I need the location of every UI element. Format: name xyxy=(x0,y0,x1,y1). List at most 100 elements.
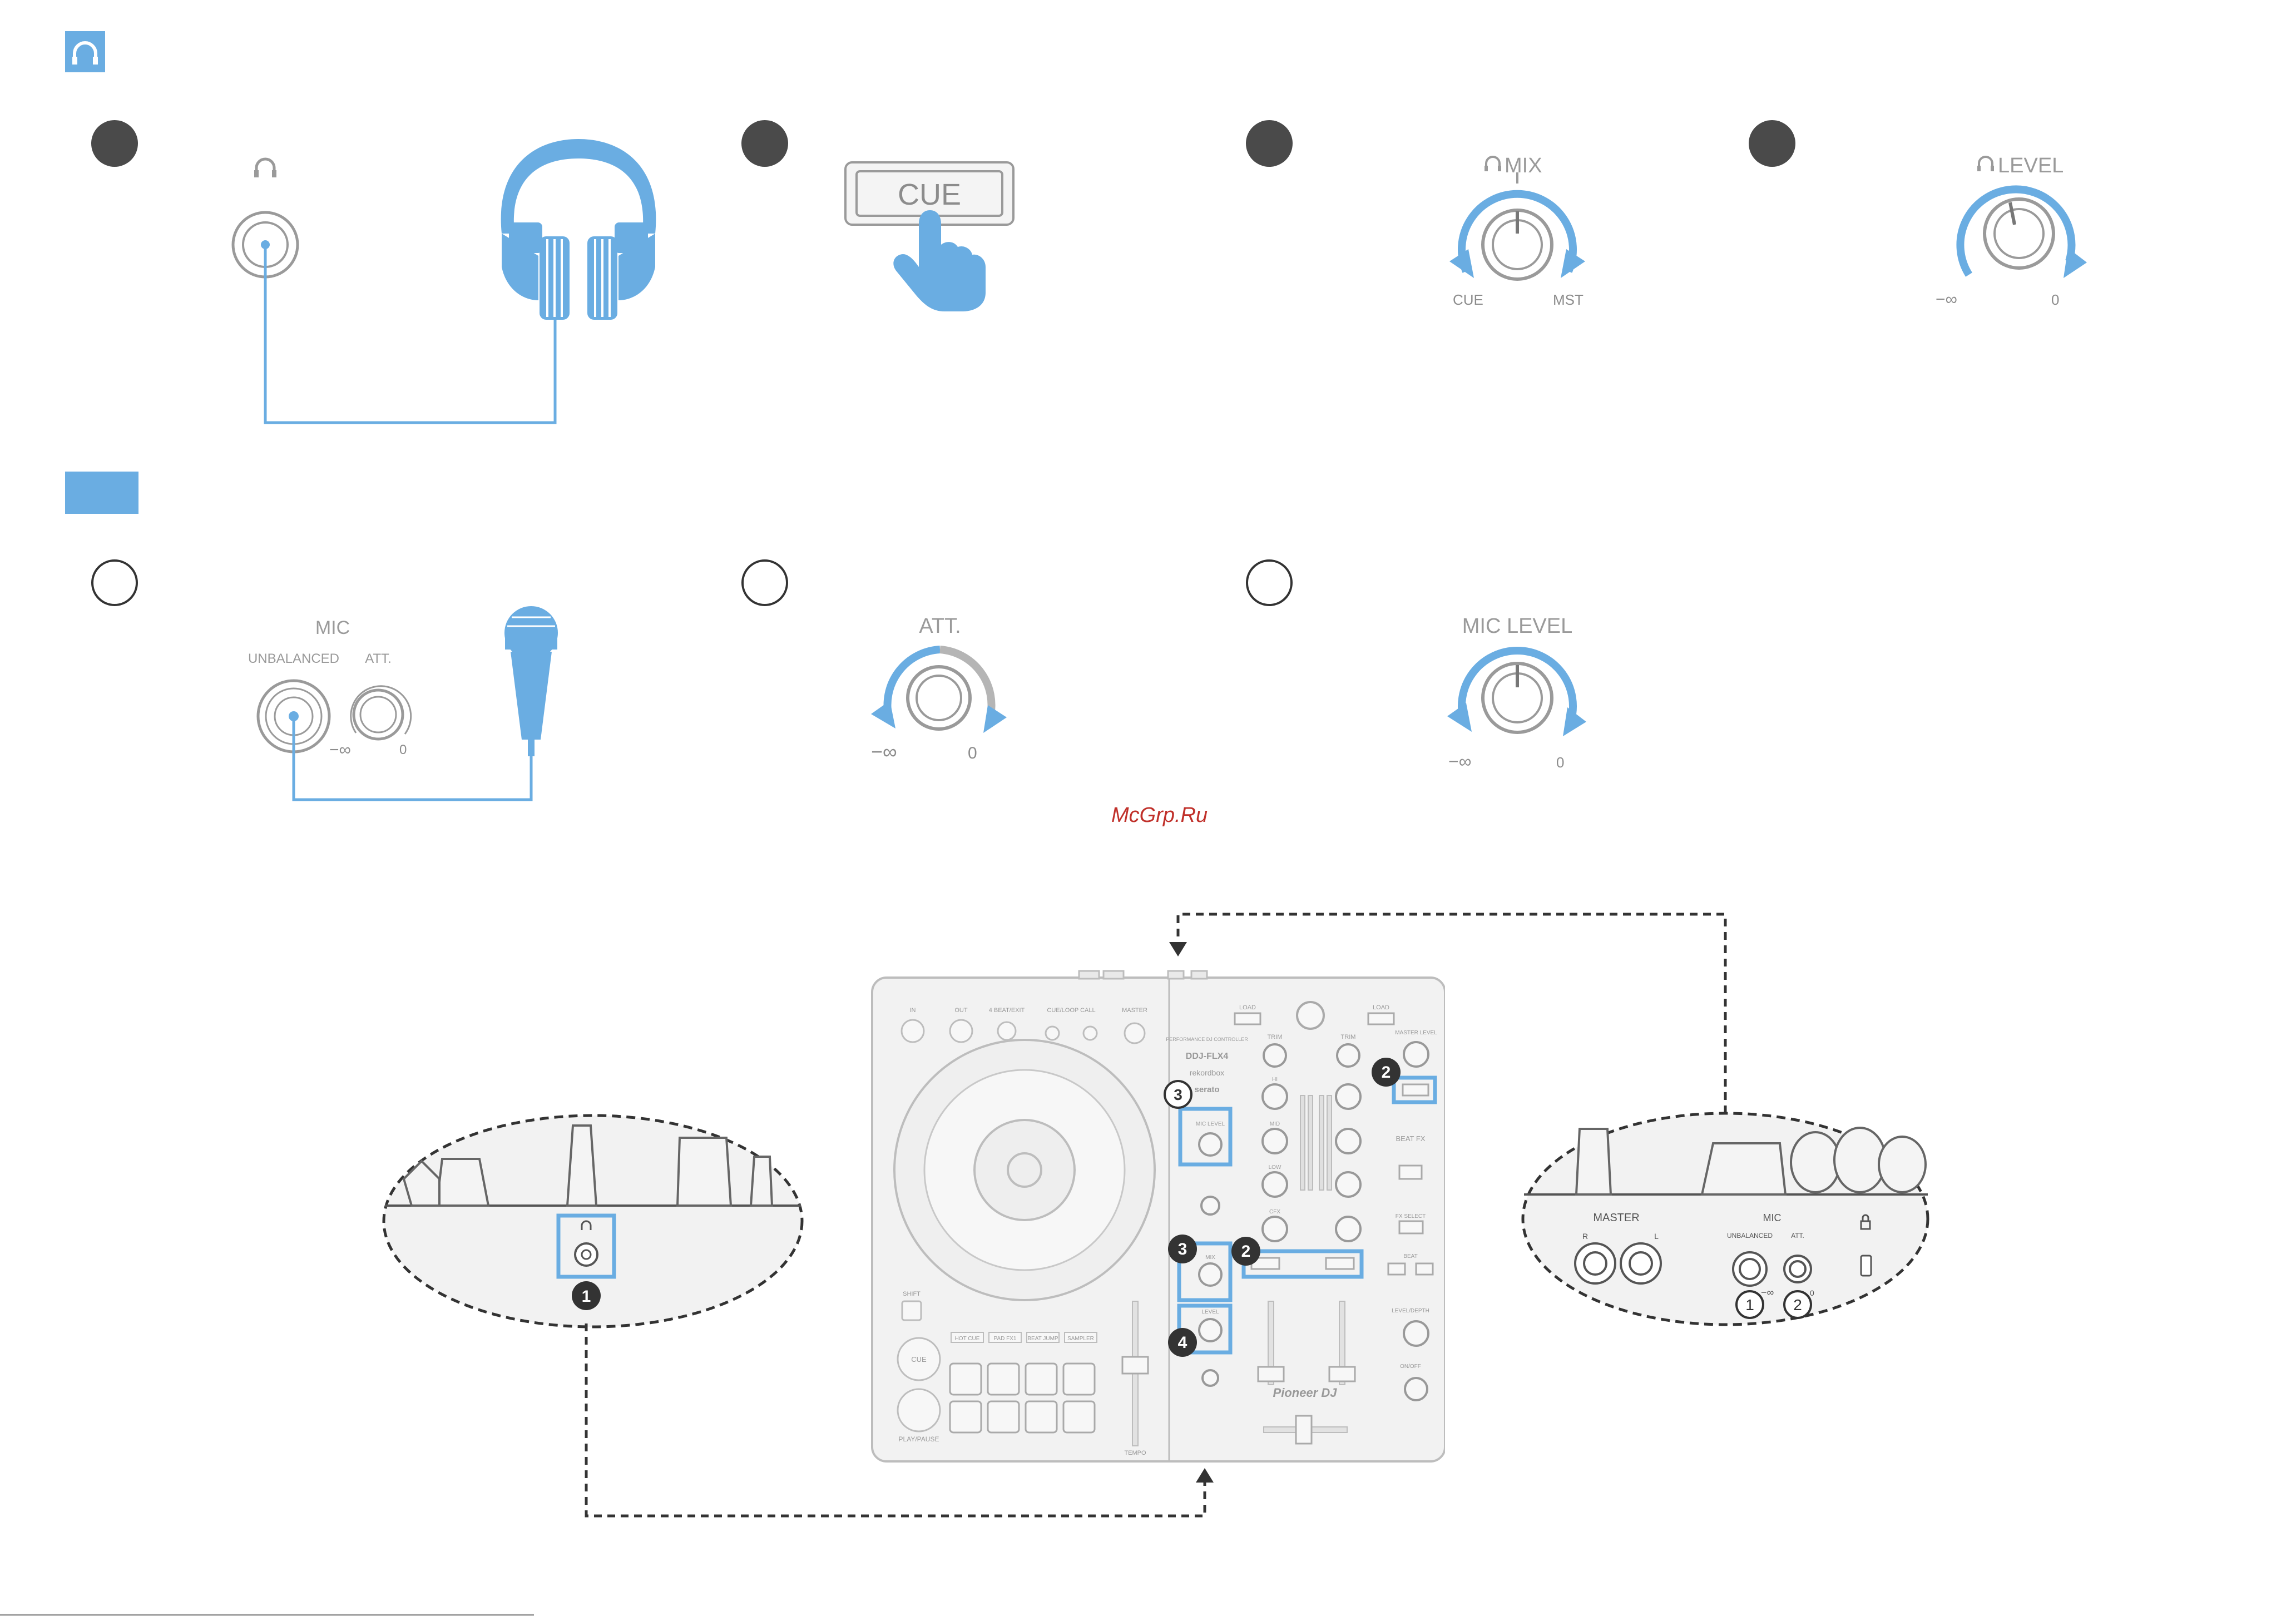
ctrl-mic-level: MIC LEVEL xyxy=(1196,1121,1225,1127)
svg-text:2: 2 xyxy=(1382,1063,1391,1082)
headphones-icon xyxy=(254,157,276,177)
ctrl-play-button xyxy=(897,1388,941,1432)
ctrl-hp-mix: MIX xyxy=(1205,1255,1215,1261)
mic-att-max: 0 xyxy=(399,742,407,757)
controller-callout-4-hp-level: 4 xyxy=(1168,1328,1197,1357)
arrow-down-top xyxy=(1169,942,1187,956)
mic-unbalanced-label: UNBALANCED xyxy=(248,651,339,666)
headphones-icon xyxy=(581,1220,592,1230)
mix-knob-right: MST xyxy=(1553,291,1584,308)
step-markers-mic xyxy=(91,559,1293,606)
ctrl-hi-left: HI xyxy=(1272,1077,1278,1083)
mic-att-min: −∞ xyxy=(329,741,351,759)
front-right-mic: MIC xyxy=(1763,1212,1782,1223)
hp-level-knob: LEVEL −∞ 0 xyxy=(1936,154,2087,309)
mix-knob-title: MIX xyxy=(1505,154,1542,177)
front-right-att: ATT. xyxy=(1791,1232,1804,1240)
ctrl-beat-fx: BEAT FX xyxy=(1396,1134,1426,1143)
mic-att-label: ATT. xyxy=(365,651,392,666)
front-right-unbalanced: UNBALANCED xyxy=(1727,1232,1773,1240)
connector-lines xyxy=(585,913,1727,1518)
svg-text:4: 4 xyxy=(1178,1334,1187,1352)
mic-level-knob-title: MIC LEVEL xyxy=(1462,614,1573,638)
ctrl-beat: BEAT xyxy=(1403,1253,1417,1260)
ctrl-subtitle: PERFORMANCE DJ CONTROLLER xyxy=(1166,1037,1248,1042)
ctrl-in-label: IN xyxy=(910,1007,916,1014)
cue-button-illustration: CUE xyxy=(844,161,1015,311)
front-right-callout-1: 1 xyxy=(1735,1290,1764,1319)
ctrl-fx-select: FX SELECT xyxy=(1396,1213,1426,1220)
arrow-up-bottom xyxy=(1196,1468,1214,1483)
section-badge-headphones xyxy=(65,31,105,72)
mic-cable xyxy=(292,716,533,801)
ctrl-out-label: OUT xyxy=(954,1007,968,1014)
ctrl-brand: Pioneer DJ xyxy=(1273,1386,1338,1400)
ctrl-cue-button xyxy=(897,1337,941,1381)
front-right-master: MASTER xyxy=(1593,1212,1639,1224)
controller-callout-2-master-cue: 2 xyxy=(1372,1058,1401,1087)
lock-icon xyxy=(1860,1214,1871,1230)
mic-level-knob-left: −∞ xyxy=(1448,751,1472,771)
cue-button-label: CUE xyxy=(898,178,961,211)
ctrl-low-left: LOW xyxy=(1269,1164,1281,1171)
ctrl-tempo-label: TEMPO xyxy=(1124,1450,1146,1456)
mic-jack-panel: MIC UNBALANCED ATT. −∞ 0 xyxy=(248,617,412,759)
front-panel-right: MASTER R L MIC UNBALANCED ATT. −∞ 0 1 2 xyxy=(1521,1112,1929,1326)
watermark: McGrp.Ru xyxy=(1111,804,1208,827)
ctrl-cueloop-label: CUE/LOOP CALL xyxy=(1047,1007,1095,1014)
level-knob-title: LEVEL xyxy=(1998,154,2064,177)
headphones-icon xyxy=(1977,156,1994,171)
svg-text:3: 3 xyxy=(1178,1240,1187,1258)
mic-att-knob: ATT. −∞ 0 xyxy=(871,614,1007,763)
ctrl-load-left: LOAD xyxy=(1239,1004,1256,1011)
front-right-l: L xyxy=(1654,1232,1659,1241)
front-panel-left: 1 xyxy=(382,1114,804,1328)
ctrl-4beat-label: 4 BEAT/EXIT xyxy=(989,1007,1025,1014)
ctrl-play-label: PLAY/PAUSE xyxy=(899,1435,939,1443)
finger-icon xyxy=(893,210,986,311)
svg-text:2: 2 xyxy=(1241,1242,1251,1261)
headphones-icon xyxy=(1485,156,1501,171)
mic-jack-title: MIC xyxy=(315,617,350,638)
controller-callout-2-channel-cue: 2 xyxy=(1231,1237,1260,1266)
att-knob-left: −∞ xyxy=(871,740,897,763)
step-markers-headphones xyxy=(91,120,1795,167)
microphone-icon xyxy=(504,606,558,756)
ctrl-padfx-label: PAD FX1 xyxy=(994,1336,1017,1342)
level-knob-right: 0 xyxy=(2051,291,2059,308)
controller-callout-3-mic-level: 3 xyxy=(1164,1080,1192,1109)
ctrl-beatjump-label: BEAT JUMP xyxy=(1027,1336,1058,1342)
ctrl-mid-left: MID xyxy=(1270,1121,1280,1127)
ctrl-model: DDJ-FLX4 xyxy=(1186,1052,1229,1061)
ctrl-master-level: MASTER LEVEL xyxy=(1395,1030,1437,1036)
level-knob-left: −∞ xyxy=(1936,290,1957,309)
front-right-r: R xyxy=(1582,1232,1588,1241)
front-right-att-min: −∞ xyxy=(1761,1287,1774,1298)
ctrl-trim-right: TRIM xyxy=(1341,1034,1356,1040)
headphone-cable xyxy=(264,245,557,424)
ctrl-shift-button xyxy=(901,1300,922,1321)
controller-callout-3-hp-mix: 3 xyxy=(1168,1235,1197,1263)
ctrl-hotcue-label: HOT CUE xyxy=(955,1336,980,1342)
ctrl-hp-level: LEVEL xyxy=(1201,1309,1219,1315)
ctrl-on-off: ON/OFF xyxy=(1400,1364,1421,1370)
ctrl-level-depth: LEVEL/DEPTH xyxy=(1392,1308,1429,1314)
front-right-callout-2: 2 xyxy=(1783,1290,1812,1319)
svg-text:2: 2 xyxy=(1793,1296,1802,1313)
ctrl-load-right: LOAD xyxy=(1373,1004,1389,1011)
headphones-illustration xyxy=(501,139,656,320)
ctrl-sampler-label: SAMPLER xyxy=(1067,1336,1094,1342)
svg-text:1: 1 xyxy=(1745,1296,1754,1313)
mic-level-knob: MIC LEVEL −∞ 0 xyxy=(1447,614,1586,771)
controller-top-view: IN OUT 4 BEAT/EXIT CUE/LOOP CALL MASTER … xyxy=(871,968,1456,1468)
section-badge-mic xyxy=(65,472,138,514)
headphones-icon xyxy=(72,41,98,65)
att-knob-right: 0 xyxy=(968,744,977,762)
mix-knob-left: CUE xyxy=(1453,291,1483,308)
hp-mix-knob: MIX CUE MST xyxy=(1449,154,1585,308)
front-right-att-max: 0 xyxy=(1810,1288,1814,1297)
att-knob-title: ATT. xyxy=(919,614,961,638)
ctrl-master-label: MASTER xyxy=(1122,1007,1147,1014)
ctrl-shift-label: SHIFT xyxy=(903,1291,921,1297)
